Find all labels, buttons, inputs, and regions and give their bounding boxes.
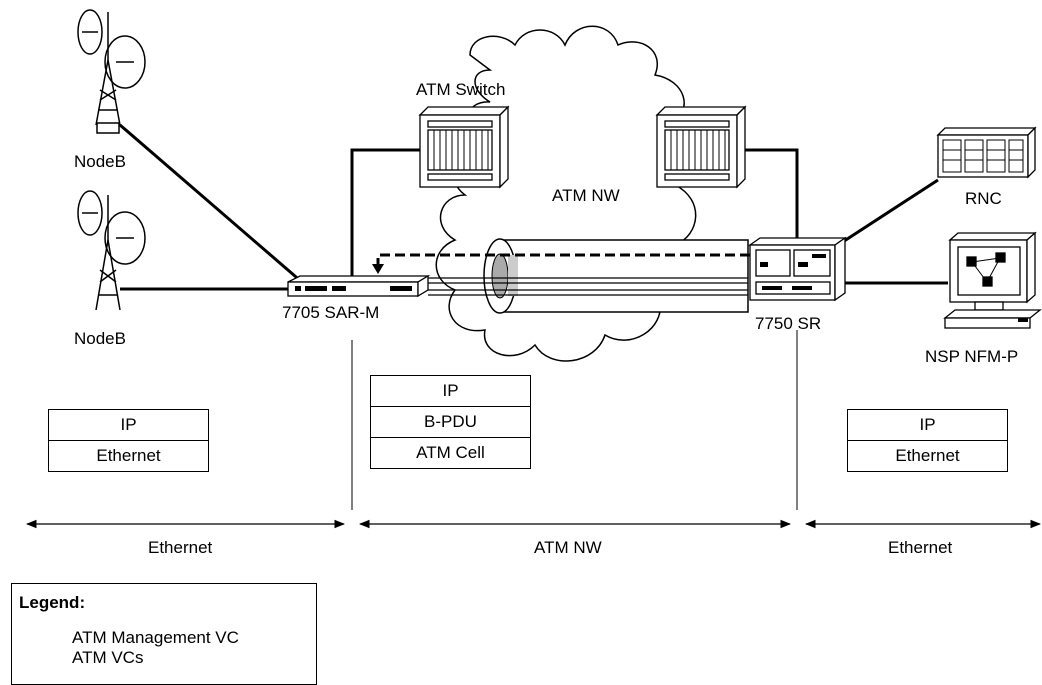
rnc-label: RNC <box>965 189 1002 209</box>
atm-switch-icon <box>657 107 745 187</box>
atm-vc-tube <box>484 239 748 313</box>
stack-layer: IP <box>848 410 1007 441</box>
nsp-label: NSP NFM-P <box>925 347 1018 367</box>
link-nodeb-top-sar <box>120 125 303 283</box>
sar-label: 7705 SAR-M <box>282 303 379 323</box>
stack-layer: Ethernet <box>848 441 1007 471</box>
stack-layer: B-PDU <box>371 407 530 438</box>
stack-layer: IP <box>49 410 208 441</box>
stack-layer: Ethernet <box>49 441 208 471</box>
protocol-stack-right: IP Ethernet <box>847 409 1008 472</box>
span-label-middle: ATM NW <box>534 538 602 558</box>
link-sr-rnc <box>838 180 938 245</box>
legend-title: Legend: <box>19 593 85 613</box>
nodeb-tower-icon <box>78 191 145 310</box>
sr-router-icon <box>750 238 845 300</box>
sr-label: 7750 SR <box>755 314 821 334</box>
sar-router-icon <box>288 276 428 296</box>
protocol-stack-middle: IP B-PDU ATM Cell <box>370 375 531 469</box>
legend-item-management-vc: ATM Management VC <box>72 628 239 648</box>
legend-item-atm-vcs: ATM VCs <box>72 648 143 668</box>
nodeb-bottom-label: NodeB <box>74 329 126 349</box>
stack-layer: ATM Cell <box>371 438 530 468</box>
span-label-left: Ethernet <box>148 538 212 558</box>
legend-box: Legend: ATM Management VC ATM VCs <box>11 583 317 685</box>
nodeb-top-label: NodeB <box>74 152 126 172</box>
atm-nw-cloud-label: ATM NW <box>552 186 620 206</box>
stack-layer: IP <box>371 376 530 407</box>
protocol-stack-left: IP Ethernet <box>48 409 209 472</box>
nodeb-tower-icon <box>78 10 145 133</box>
atm-switch-icon <box>420 107 508 187</box>
rnc-icon <box>938 128 1035 177</box>
span-label-right: Ethernet <box>888 538 952 558</box>
nsp-workstation-icon <box>945 233 1040 328</box>
atm-switch-label: ATM Switch <box>416 80 505 100</box>
